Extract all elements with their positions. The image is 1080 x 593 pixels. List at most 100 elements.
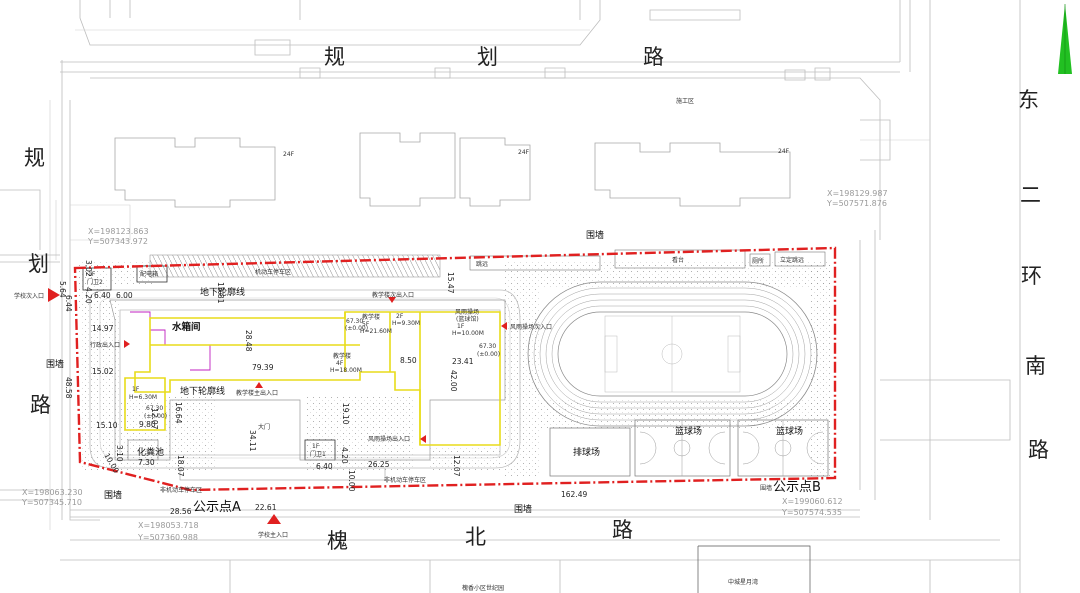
svg-text:67.30: 67.30 [346,318,363,325]
coord-sw-x: X=198063.230 [22,488,83,497]
coord-se-y: Y=507574.535 [781,508,842,517]
svg-text:12.07: 12.07 [452,455,461,477]
point-b-label: 公示点B [773,480,821,495]
school-entry-main-label: 学校主入口 [258,531,288,539]
basketball-label: 篮球场 [675,425,702,437]
svg-text:H=9.30M: H=9.30M [392,320,420,327]
svg-text:6.40: 6.40 [94,291,111,300]
stand [614,249,746,269]
coord-se-x: X=199060.612 [782,497,843,506]
water-tank-label: 水箱间 [172,321,201,333]
svg-text:10.00: 10.00 [347,470,356,492]
svg-text:4F: 4F [336,360,344,367]
guard1-label: 门卫1 [310,450,326,458]
internal-road [89,289,521,469]
svg-text:48.58: 48.58 [64,377,73,399]
svg-text:1F: 1F [457,323,465,330]
svg-text:7.30: 7.30 [138,458,155,467]
site-label: 施工区 [676,97,694,105]
volleyball-label: 排球场 [573,446,600,458]
guard2-floors: 1F [88,271,96,278]
teaching-entry-n-label: 教学楼次出入口 [372,291,414,299]
svg-text:6.44: 6.44 [64,295,73,312]
road-north-char: 规 [324,45,345,69]
south-block-label: 槐香小区世纪园 [462,584,504,592]
svg-text:22.61: 22.61 [255,503,277,512]
context-linework [0,0,1021,593]
west-1f-label: 1F [132,386,140,393]
south-building [697,545,811,593]
coord-s-x: X=198053.718 [138,521,199,530]
teaching-5f-label: 教学楼 [362,313,380,321]
stand-label: 看台 [672,256,684,264]
road-west-char: 划 [28,252,49,276]
courts [549,419,829,477]
coord-nw-y: Y=507343.972 [87,237,148,246]
underground-boundary [109,299,506,461]
teaching-4f-label: 教学楼 [333,352,351,360]
underground-outline [130,311,211,371]
svg-text:79.39: 79.39 [252,363,274,372]
road-east-char: 南 [1025,354,1046,378]
svg-text:5.64: 5.64 [58,281,67,298]
rain-field-label: 风雨操场 [455,308,479,316]
entry-arrows [48,288,507,524]
coord-s-y: Y=507360.988 [137,533,198,542]
motor-parking-label: 机动车停车区 [255,268,291,276]
road-west-char: 路 [30,393,51,417]
svg-text:3.02: 3.02 [84,260,93,277]
road-south-char: 北 [465,525,486,549]
svg-text:15.10: 15.10 [96,421,118,430]
rain-entry-s-label: 风雨操场出入口 [368,435,410,443]
tower-floor-label: 24F [778,148,790,155]
north-towers: 24F 24F 24F 施工区 [114,97,791,208]
power-room-label: 配电箱 [140,270,158,278]
teaching-entry-s-label: 教学楼主出入口 [236,389,278,397]
svg-text:H=6.30M: H=6.30M [129,394,157,401]
road-north-char: 划 [477,45,498,69]
road-east-char: 二 [1020,183,1041,207]
gate-label: 大门 [258,423,270,431]
road-north-char: 路 [643,45,664,69]
svg-text:H=21.60M: H=21.60M [360,328,392,335]
road-west-char: 规 [24,146,45,170]
bike-parking-label: 非机动车停车区 [384,476,426,484]
svg-text:12.07: 12.07 [150,408,159,430]
north-arrow-icon [1058,4,1072,74]
link-2f-label: 2F [396,313,404,320]
svg-text:9.80: 9.80 [139,420,156,429]
wall-label: 围墙 [760,484,772,492]
road-south-char: 槐 [327,529,348,553]
west-entry-arrow [48,288,60,302]
svg-text:4.20: 4.20 [340,447,349,464]
school-entry-w-label: 学校次入口 [14,292,44,300]
south-block-label: 中城星月湾 [728,578,758,586]
svg-text:26.25: 26.25 [368,460,390,469]
svg-text:(±0.00): (±0.00) [345,325,368,332]
tower-floor-label: 24F [283,151,295,158]
svg-text:28.56: 28.56 [170,507,192,516]
svg-text:6.40: 6.40 [316,462,333,471]
svg-text:H=10.00M: H=10.00M [452,330,484,337]
svg-text:42.00: 42.00 [449,370,458,392]
road-south-char: 路 [612,518,633,542]
svg-text:(±0.00): (±0.00) [144,413,167,420]
coord-nw-x: X=198123.863 [88,227,149,236]
svg-text:14.97: 14.97 [92,324,114,333]
svg-text:H=18.00M: H=18.00M [330,367,362,374]
svg-text:15.02: 15.02 [92,367,114,376]
svg-text:4.20: 4.20 [84,287,93,304]
guard2-label: 门卫2 [87,278,103,286]
septic-label: 化粪池 [137,446,164,458]
long-jump-label: 跳远 [476,260,488,268]
bike-parking-label: 非机动车停车区 [160,486,202,494]
wall-label: 围墙 [46,358,64,370]
guard1-floors: 1F [312,443,320,450]
svg-text:(篮球馆): (篮球馆) [456,315,479,323]
walk-entry-label: 行政出入口 [90,341,120,349]
rain-entry-e-label: 风雨操场次入口 [510,323,552,331]
point-a-label: 公示点A [193,500,241,515]
running-track [527,281,818,427]
wall-label: 围墙 [104,489,122,501]
